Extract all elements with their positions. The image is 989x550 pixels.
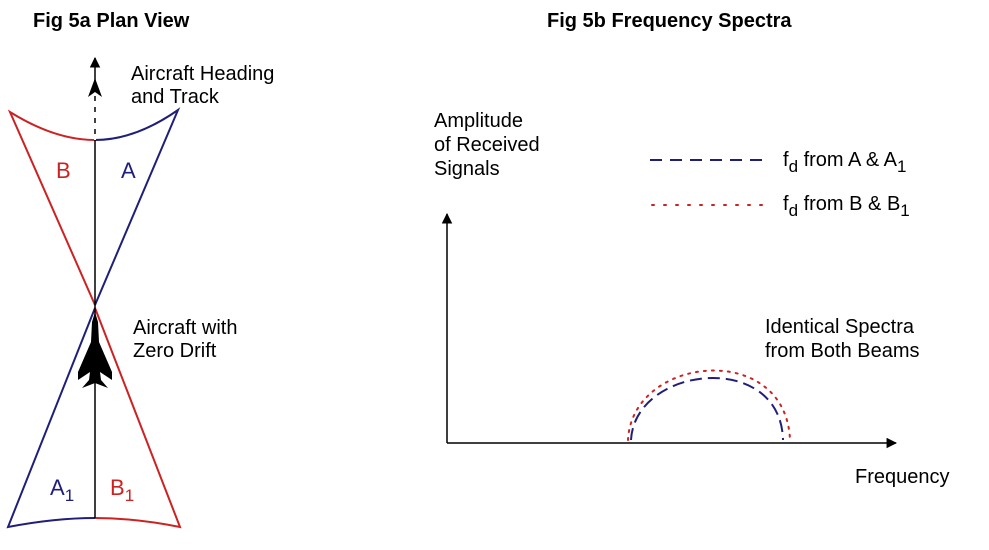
spectrum-a-dashed: [630, 377, 784, 441]
y-axis-label-line2: of Received: [434, 134, 540, 156]
x-axis-label: Frequency: [855, 466, 950, 488]
y-axis-label-line3: Signals: [434, 158, 500, 180]
fig-5b-frequency-spectra: Fig 5b Frequency Spectra Amplitude of Re…: [434, 10, 950, 488]
aircraft-label-line2: Zero Drift: [133, 340, 217, 362]
legend: fd from A & A1 fd from B & B1: [650, 149, 910, 220]
legend-entry-b: fd from B & B1: [783, 193, 910, 220]
aircraft-icon: [78, 312, 112, 388]
legend-entry-a: fd from A & A1: [783, 149, 906, 176]
heading-label-line2: and Track: [131, 86, 220, 108]
beam-label-a: A: [121, 158, 136, 183]
beam-label-b: B: [56, 158, 71, 183]
y-axis-label-line1: Amplitude: [434, 110, 523, 132]
beam-b1-outline: [94, 307, 182, 529]
beam-label-b1: B1: [110, 475, 134, 505]
spectrum-b-dotted: [627, 369, 791, 441]
heading-arrow-icon: [88, 78, 102, 97]
beam-label-a1: A1: [50, 475, 74, 505]
beam-a-outline: [94, 107, 181, 306]
fig-5a-title: Fig 5a Plan View: [33, 10, 190, 32]
aircraft-label-line1: Aircraft with: [133, 317, 237, 339]
beam-a1-outline: [6, 307, 96, 529]
heading-label-line1: Aircraft Heading: [131, 63, 274, 85]
fig-5b-title: Fig 5b Frequency Spectra: [547, 10, 792, 32]
annotation-line1: Identical Spectra: [765, 316, 915, 338]
beam-b-outline: [7, 109, 96, 306]
fig-5a-plan-view: Fig 5a Plan View B A A1 B1 Aircraft Head…: [6, 10, 274, 529]
annotation-line2: from Both Beams: [765, 340, 920, 362]
